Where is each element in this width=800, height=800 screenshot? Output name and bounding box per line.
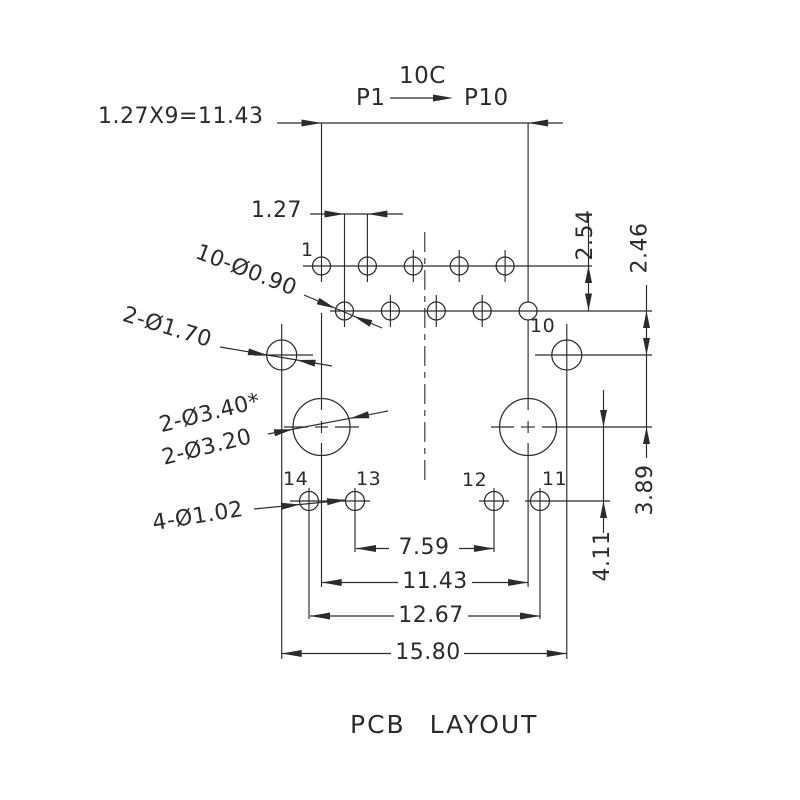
dim-bottom-inner-label: 7.59 [398,534,450,560]
drawing-title: PCB LAYOUT [350,710,539,739]
dim-row-to-shield-label: 2.46 [627,222,653,274]
pin-first-label: P1 [356,85,386,111]
pin-1-label: 1 [301,239,314,261]
pin-14-label: 14 [283,468,309,490]
pin-11-label: 11 [542,468,568,490]
pin-10-label: 10 [530,315,556,337]
dim-row-offset-label: 2.54 [572,209,598,261]
dim-pitch-label: 1.27 [251,198,302,223]
dim-mount-span-label: 11.43 [402,568,468,594]
dim-mount-to-bottom-label: 4.11 [589,530,615,582]
dim-shield-span-label: 15.80 [395,639,461,665]
pin-last-label: P10 [464,85,509,111]
pin-13-label: 13 [356,468,382,490]
dim-shield-to-mount-label: 3.89 [632,464,658,516]
pin-12-label: 12 [462,469,488,491]
dim-total-pitch-label: 1.27X9=11.43 [98,104,264,129]
connector-code-label: 10C [399,63,446,89]
dim-bottom-outer-label: 12.67 [398,602,464,628]
